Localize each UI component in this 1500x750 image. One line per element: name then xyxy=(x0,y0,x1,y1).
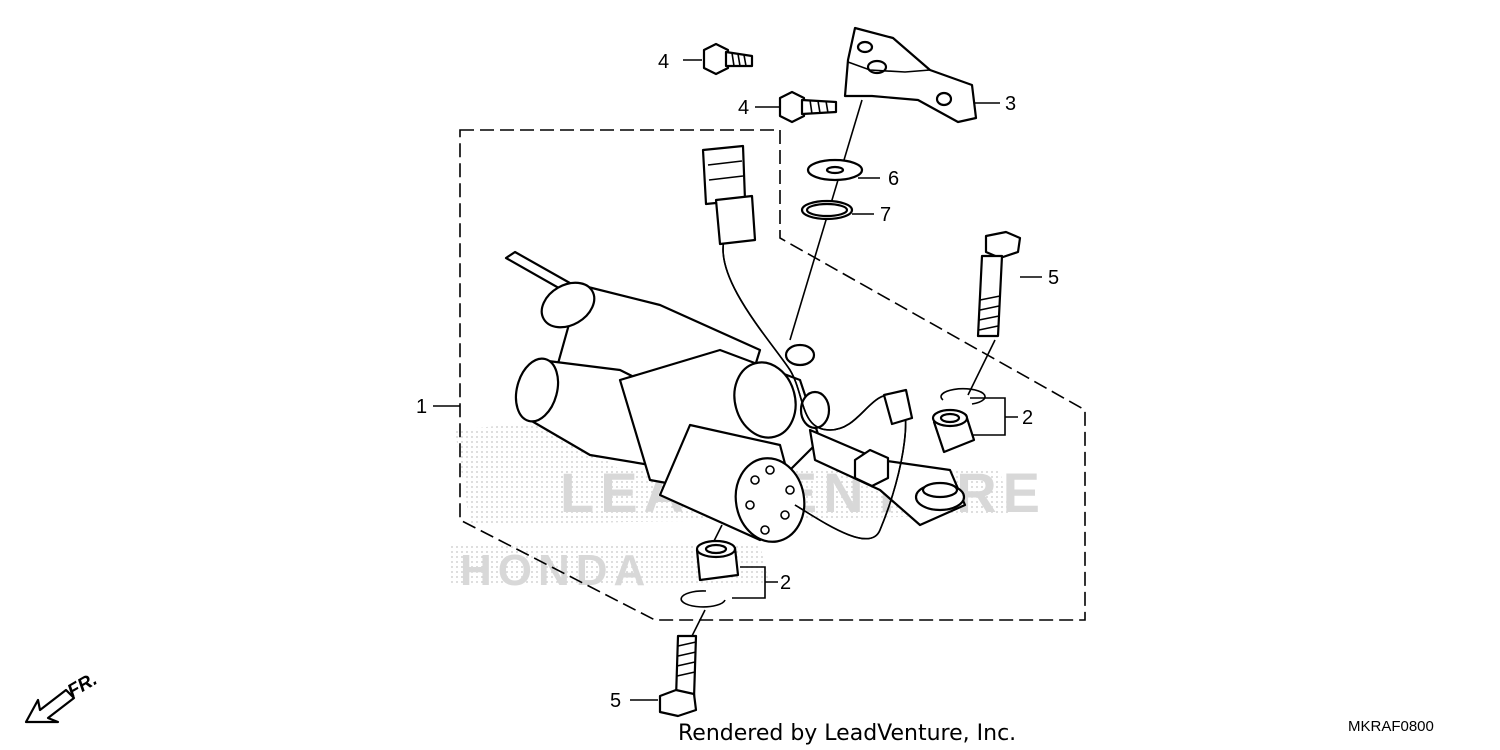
collar-part-2-lower xyxy=(680,539,740,608)
callout-1: 1 xyxy=(416,396,427,418)
diagram-code: MKRAF0800 xyxy=(1348,718,1434,735)
damper-assembly-part-1 xyxy=(504,250,967,543)
bolt-part-4-upper xyxy=(702,42,754,76)
wire-harness xyxy=(701,144,914,540)
o-ring-part-7 xyxy=(800,199,854,221)
callout-5-upper: 5 xyxy=(1048,267,1059,289)
callout-7: 7 xyxy=(880,204,891,226)
callout-4-upper: 4 xyxy=(658,51,669,73)
bolt-part-5-lower xyxy=(658,634,698,718)
callout-5-lower: 5 xyxy=(610,690,621,712)
collar-part-2-upper xyxy=(931,387,986,454)
assembly-boundary xyxy=(459,129,1086,621)
callout-2-upper: 2 xyxy=(1022,407,1033,429)
watermark-honda: HONDA xyxy=(460,546,651,595)
bracket-part-3 xyxy=(843,26,978,124)
callout-labels: 1 4 4 3 6 7 5 2 2 5 xyxy=(416,51,1059,712)
callout-2-lower: 2 xyxy=(780,572,791,594)
callout-3: 3 xyxy=(1005,93,1016,115)
front-direction-arrow: FR. xyxy=(24,669,101,724)
bolt-part-5-upper xyxy=(976,230,1022,338)
bolt-part-4-lower xyxy=(778,90,838,124)
washer-part-6 xyxy=(806,158,864,182)
callout-6: 6 xyxy=(888,168,899,190)
callout-4-lower: 4 xyxy=(738,97,749,119)
rendered-by-credit: Rendered by LeadVenture, Inc. xyxy=(678,721,1016,746)
